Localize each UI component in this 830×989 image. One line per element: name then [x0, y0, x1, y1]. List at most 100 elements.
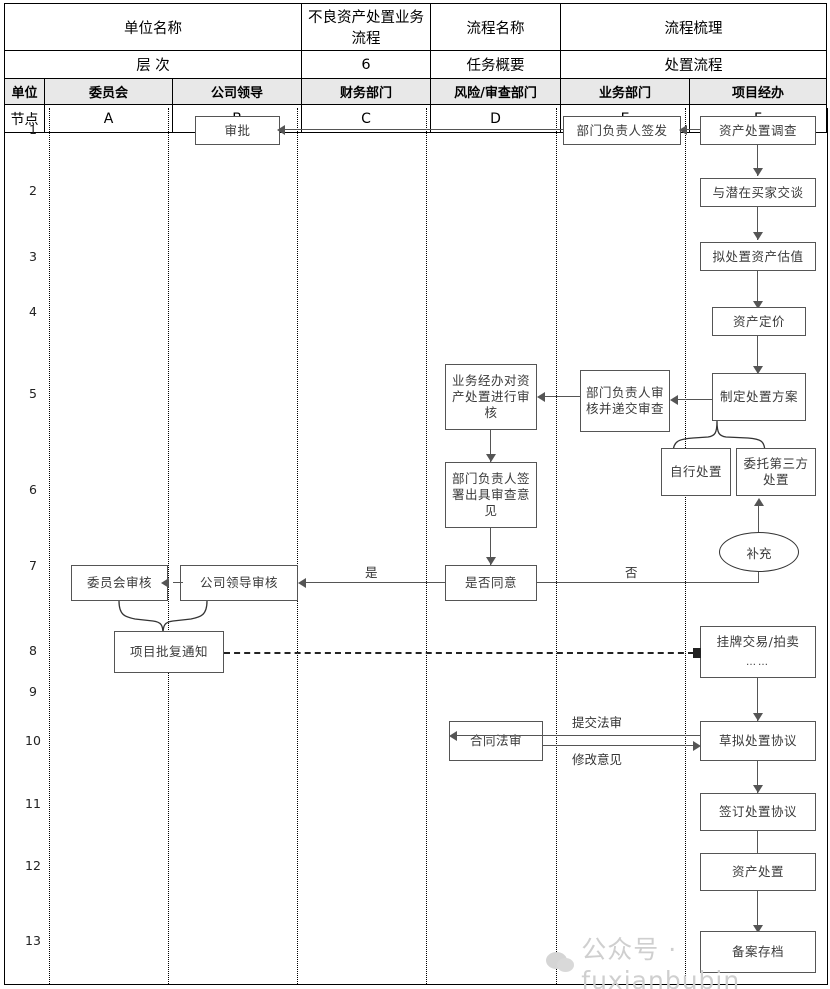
brace-reviews-merge: [118, 601, 208, 635]
edge-sign-opinion-to-decision: [490, 528, 492, 565]
arrowhead-talk-to-valuation: [753, 232, 763, 240]
node-project-notice[interactable]: 项目批复通知: [114, 631, 224, 673]
lane-header-project-officer: 项目经办: [689, 78, 828, 105]
level-value: 6: [301, 50, 432, 79]
edge-label-no: 否: [625, 565, 638, 580]
arrowhead-dept-review-to-biz-review: [537, 392, 545, 402]
edge-decision-no: [537, 582, 759, 584]
node-asset-disposal[interactable]: 资产处置: [700, 853, 816, 891]
arrowhead-disposal-to-archive: [753, 925, 763, 933]
node-talk-buyers[interactable]: 与潜在买家交谈: [700, 178, 816, 207]
edge-no-riser: [758, 572, 760, 583]
header-row-2: 层 次 6 任务概要 处置流程: [3, 50, 828, 79]
edge-decision-yes: [305, 582, 445, 584]
arrowhead-notice-to-listing: [693, 648, 701, 658]
lane-header-company-leader: 公司领导: [171, 78, 303, 105]
brace-plan-split: [672, 421, 766, 453]
edge-talk-to-valuation: [757, 207, 759, 240]
node-dept-sign-opinion[interactable]: 部门负责人签署出具审查意见: [445, 462, 537, 528]
arrowhead-revise-opinion: [693, 741, 701, 751]
lane-divider-c-d: [426, 108, 427, 984]
process-title-value: 不良资产处置业务流程: [301, 3, 432, 51]
edge-notice-to-listing-dashed: [224, 652, 694, 654]
lane-divider-d-e: [556, 108, 557, 984]
lane-header-committee: 委员会: [44, 78, 173, 105]
edge-pricing-to-plan: [757, 336, 759, 374]
node-approve[interactable]: 审批: [195, 116, 280, 145]
edge-issue-to-approve: [283, 129, 563, 131]
arrowhead-survey-to-talk: [753, 168, 763, 176]
node-draft-agreement[interactable]: 草拟处置协议: [700, 721, 816, 761]
node-plan[interactable]: 制定处置方案: [712, 373, 806, 421]
node-sign-agreement[interactable]: 签订处置协议: [700, 793, 816, 831]
edge-survey-to-issue: [686, 129, 700, 131]
listing-auction-line-1: 挂牌交易/拍卖: [716, 633, 800, 649]
edge-sign-to-disposal: [757, 831, 759, 863]
edge-draft-to-sign: [757, 761, 759, 793]
edge-listing-to-draft: [757, 678, 759, 721]
edge-survey-to-talk: [757, 145, 759, 176]
node-committee-review[interactable]: 委员会审核: [71, 565, 168, 601]
edge-dept-review-to-biz-review: [544, 396, 580, 398]
edge-label-revise-opinion: 修改意见: [572, 752, 623, 767]
row-number-2: 2: [29, 183, 37, 198]
watermark-text: 公众号 · fuxianbubin: [581, 935, 741, 989]
node-dept-head-issue[interactable]: 部门负责人签发: [563, 116, 681, 145]
node-listing-auction[interactable]: 挂牌交易/拍卖 ……: [700, 626, 816, 678]
node-third-party[interactable]: 委托第三方处置: [736, 448, 816, 496]
node-contract-legal[interactable]: 合同法审: [449, 721, 543, 761]
node-column-header: 节点: [4, 104, 45, 133]
lane-header-risk-audit: 风险/审查部门: [430, 78, 562, 105]
arrowhead-valuation-to-pricing: [753, 301, 763, 309]
row-number-11: 11: [25, 796, 41, 811]
arrowhead-sign-opinion-to-decision: [486, 557, 496, 565]
level-label: 层 次: [3, 50, 303, 79]
edge-valuation-to-pricing: [757, 271, 759, 309]
node-supplement[interactable]: 补充: [719, 532, 799, 572]
lane-divider-a-b: [168, 108, 169, 984]
node-leader-review[interactable]: 公司领导审核: [180, 565, 298, 601]
row-number-8: 8: [29, 643, 37, 658]
row-number-6: 6: [29, 482, 37, 497]
lane-divider-b-c: [297, 108, 298, 984]
process-name-label: 流程名称: [430, 3, 562, 51]
arrowhead-draft-to-sign: [753, 785, 763, 793]
node-archive[interactable]: 备案存档: [700, 931, 816, 973]
arrowhead-supplement-to-third-party: [754, 498, 764, 506]
lane-header-finance: 财务部门: [301, 78, 432, 105]
node-biz-review[interactable]: 业务经办对资产处置进行审核: [445, 364, 537, 430]
edge-revise-opinion: [543, 745, 695, 747]
node-valuation[interactable]: 拟处置资产估值: [700, 242, 816, 271]
node-asset-survey[interactable]: 资产处置调查: [700, 116, 816, 145]
arrowhead-listing-to-draft: [753, 713, 763, 721]
node-code-a: A: [44, 104, 173, 133]
row-number-4: 4: [29, 304, 37, 319]
row-number-7: 7: [29, 558, 37, 573]
row-number-13: 13: [25, 933, 41, 948]
node-code-d: D: [430, 104, 562, 133]
row-number-5: 5: [29, 386, 37, 401]
node-agree-decision[interactable]: 是否同意: [445, 565, 537, 601]
node-self-dispose[interactable]: 自行处置: [661, 448, 731, 496]
process-name-value: 流程梳理: [560, 3, 828, 51]
watermark: 公众号 · fuxianbubin: [546, 930, 830, 989]
node-pricing[interactable]: 资产定价: [712, 307, 806, 336]
arrowhead-decision-yes: [298, 578, 306, 588]
edge-submit-legal: [457, 735, 700, 737]
arrowhead-survey-to-issue: [679, 125, 687, 135]
row-number-10: 10: [25, 733, 41, 748]
edge-supplement-to-third-party: [758, 504, 760, 532]
node-dept-review-submit[interactable]: 部门负责人审核并递交审查: [580, 370, 670, 432]
unit-name-label: 单位名称: [3, 3, 303, 51]
arrowhead-leader-to-committee: [161, 578, 169, 588]
edge-label-yes: 是: [365, 565, 378, 580]
lane-header-business: 业务部门: [560, 78, 691, 105]
arrowhead-issue-to-approve: [277, 125, 285, 135]
edge-leader-to-committee: [173, 582, 183, 584]
task-summary-value: 处置流程: [560, 50, 828, 79]
arrowhead-plan-to-dept-review: [670, 395, 678, 405]
unit-column-header: 单位: [4, 78, 45, 105]
row-number-3: 3: [29, 249, 37, 264]
arrowhead-submit-legal: [449, 731, 457, 741]
row-number-9: 9: [29, 684, 37, 699]
